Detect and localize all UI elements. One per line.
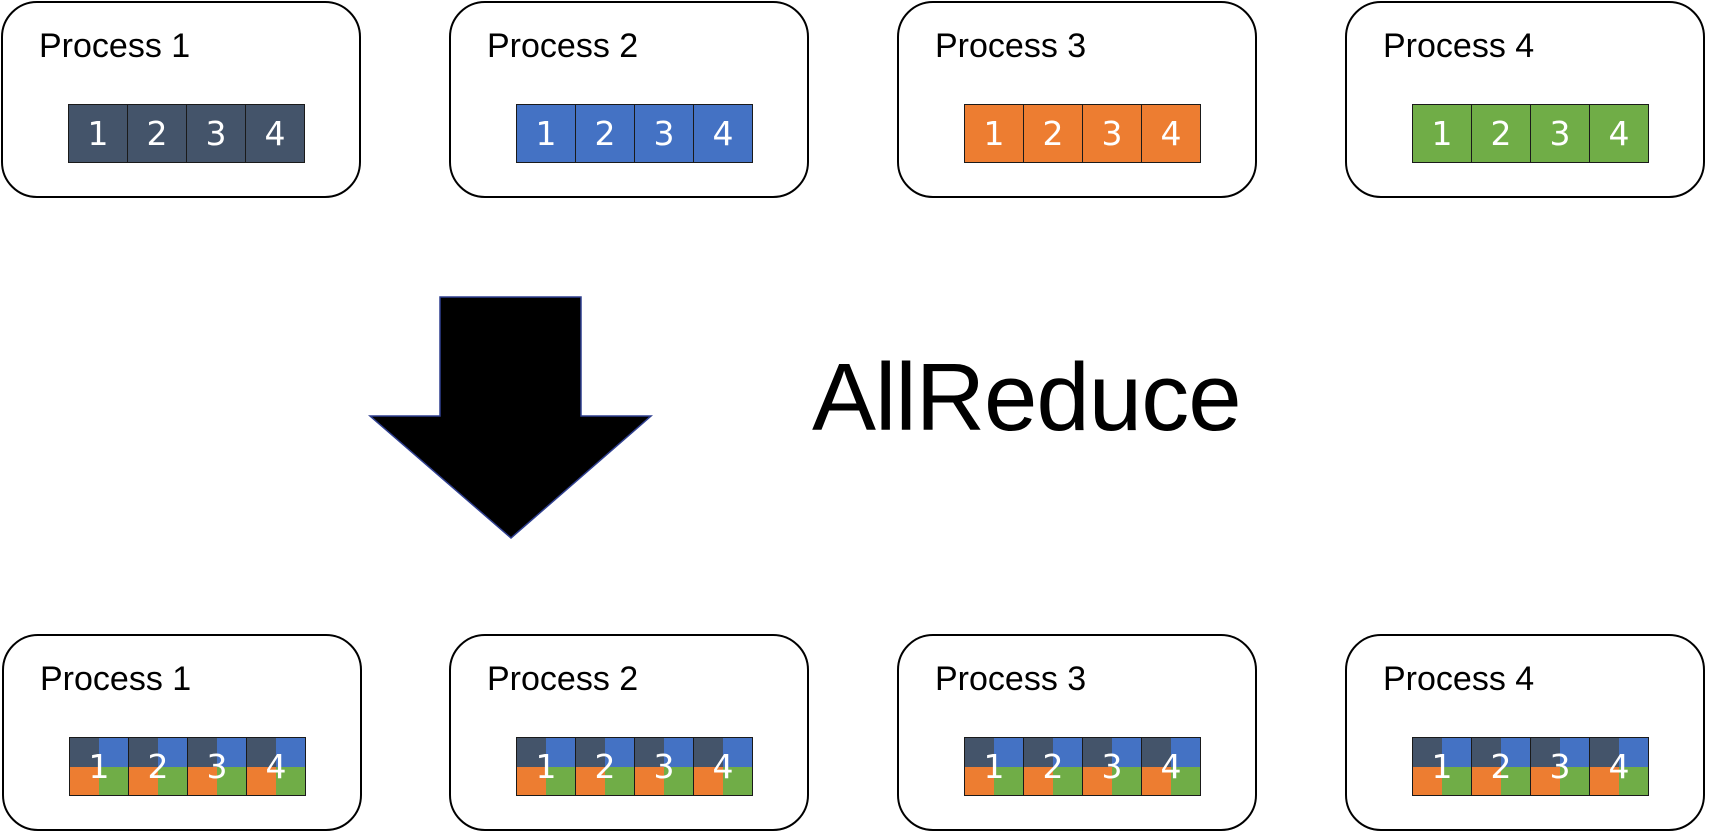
data-cell-reduced: 1 xyxy=(517,737,576,796)
cell-label: 4 xyxy=(712,747,734,786)
data-array: 1 2 3 4 xyxy=(964,737,1201,796)
process-box-before-1: Process 1 1 2 3 4 xyxy=(1,1,361,198)
data-cell-reduced: 4 xyxy=(694,737,753,796)
data-cell-reduced: 3 xyxy=(1531,737,1590,796)
cell-label: 3 xyxy=(653,747,675,786)
data-cell-reduced: 1 xyxy=(70,737,129,796)
data-cell: 1 xyxy=(1413,104,1472,163)
process-title: Process 1 xyxy=(40,660,192,698)
data-cell-reduced: 2 xyxy=(576,737,635,796)
cell-label: 2 xyxy=(1490,114,1512,153)
process-title: Process 3 xyxy=(935,660,1087,698)
cell-label: 3 xyxy=(206,747,228,786)
data-cell-reduced: 2 xyxy=(1024,737,1083,796)
cell-label: 3 xyxy=(1549,114,1571,153)
process-title: Process 4 xyxy=(1383,27,1535,65)
data-cell: 4 xyxy=(1142,104,1201,163)
data-cell: 3 xyxy=(635,104,694,163)
data-cell-reduced: 4 xyxy=(247,737,306,796)
data-cell-reduced: 2 xyxy=(1472,737,1531,796)
cell-label: 1 xyxy=(1431,747,1453,786)
cell-label: 4 xyxy=(1608,747,1630,786)
process-title: Process 1 xyxy=(39,27,191,65)
cell-label: 1 xyxy=(1431,114,1453,153)
data-cell-reduced: 2 xyxy=(129,737,188,796)
cell-label: 4 xyxy=(264,114,286,153)
process-box-after-3: Process 3 1 2 3 4 xyxy=(897,634,1257,831)
data-cell-reduced: 3 xyxy=(188,737,247,796)
cell-label: 1 xyxy=(983,747,1005,786)
data-array: 1 2 3 4 xyxy=(516,737,753,796)
cell-label: 3 xyxy=(653,114,675,153)
process-box-after-2: Process 2 1 2 3 4 xyxy=(449,634,809,831)
cell-label: 2 xyxy=(147,747,169,786)
cell-label: 3 xyxy=(1549,747,1571,786)
data-cell-reduced: 1 xyxy=(1413,737,1472,796)
data-cell-reduced: 3 xyxy=(1083,737,1142,796)
cell-label: 2 xyxy=(1490,747,1512,786)
data-cell: 4 xyxy=(246,104,305,163)
cell-label: 1 xyxy=(87,114,109,153)
data-cell-reduced: 3 xyxy=(635,737,694,796)
data-cell: 2 xyxy=(576,104,635,163)
data-cell: 1 xyxy=(69,104,128,163)
process-box-after-4: Process 4 1 2 3 4 xyxy=(1345,634,1705,831)
process-title: Process 4 xyxy=(1383,660,1535,698)
data-array: 1 2 3 4 xyxy=(1412,737,1649,796)
cell-label: 2 xyxy=(146,114,168,153)
cell-label: 4 xyxy=(1608,114,1630,153)
process-box-before-4: Process 4 1 2 3 4 xyxy=(1345,1,1705,198)
data-cell: 1 xyxy=(965,104,1024,163)
cell-label: 4 xyxy=(265,747,287,786)
operation-label: AllReduce xyxy=(812,344,1242,451)
data-cell-reduced: 4 xyxy=(1590,737,1649,796)
data-cell: 3 xyxy=(1531,104,1590,163)
cell-label: 1 xyxy=(535,114,557,153)
data-cell: 1 xyxy=(517,104,576,163)
cell-label: 4 xyxy=(712,114,734,153)
data-array: 1 2 3 4 xyxy=(68,104,305,163)
data-array: 1 2 3 4 xyxy=(1412,104,1649,163)
cell-label: 1 xyxy=(535,747,557,786)
cell-label: 2 xyxy=(1042,114,1064,153)
process-box-before-3: Process 3 1 2 3 4 xyxy=(897,1,1257,198)
data-array: 1 2 3 4 xyxy=(69,737,306,796)
data-cell: 4 xyxy=(694,104,753,163)
data-cell: 2 xyxy=(1472,104,1531,163)
process-title: Process 3 xyxy=(935,27,1087,65)
data-cell-reduced: 1 xyxy=(965,737,1024,796)
cell-label: 3 xyxy=(1101,747,1123,786)
data-cell-reduced: 4 xyxy=(1142,737,1201,796)
data-cell: 3 xyxy=(1083,104,1142,163)
process-box-after-1: Process 1 1 2 3 4 xyxy=(2,634,362,831)
data-array: 1 2 3 4 xyxy=(516,104,753,163)
cell-label: 1 xyxy=(983,114,1005,153)
cell-label: 3 xyxy=(205,114,227,153)
cell-label: 4 xyxy=(1160,114,1182,153)
down-arrow-icon xyxy=(368,296,653,539)
data-cell: 3 xyxy=(187,104,246,163)
cell-label: 2 xyxy=(594,747,616,786)
data-cell: 4 xyxy=(1590,104,1649,163)
process-title: Process 2 xyxy=(487,660,639,698)
cell-label: 4 xyxy=(1160,747,1182,786)
cell-label: 2 xyxy=(1042,747,1064,786)
process-box-before-2: Process 2 1 2 3 4 xyxy=(449,1,809,198)
cell-label: 2 xyxy=(594,114,616,153)
data-cell: 2 xyxy=(128,104,187,163)
cell-label: 1 xyxy=(88,747,110,786)
data-array: 1 2 3 4 xyxy=(964,104,1201,163)
data-cell: 2 xyxy=(1024,104,1083,163)
cell-label: 3 xyxy=(1101,114,1123,153)
process-title: Process 2 xyxy=(487,27,639,65)
